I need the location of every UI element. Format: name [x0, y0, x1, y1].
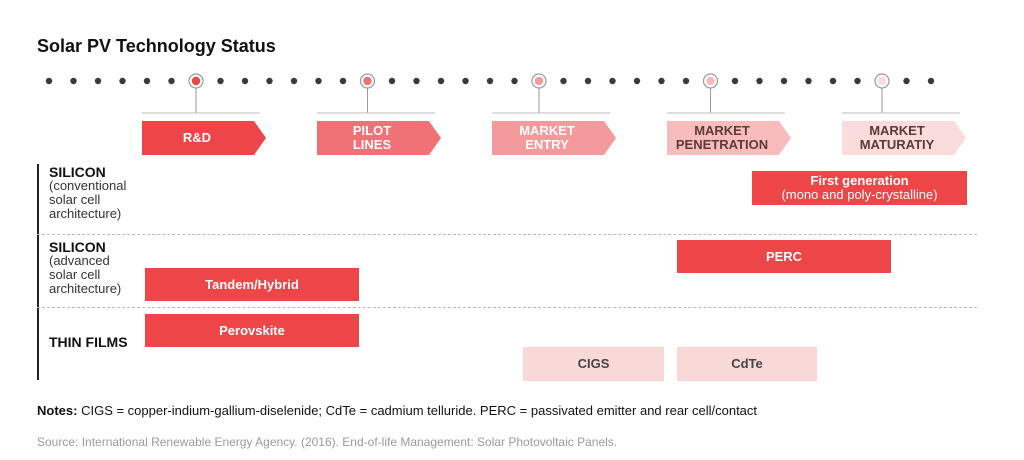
stage-label-market-penetration: MARKET PENETRATION	[675, 123, 769, 152]
timeline-dot	[658, 77, 665, 85]
stage-label-market-entry: MARKET ENTRY	[519, 123, 575, 152]
timeline-dot	[927, 77, 935, 85]
row-label-silicon-advanced: SILICON (advanced solar cell architectur…	[49, 239, 122, 296]
stage-label-market-maturity: MARKET MATURATIY	[859, 123, 935, 152]
timeline-dot	[70, 77, 77, 85]
timeline-dot	[388, 77, 396, 85]
bar-tandem-hybrid: Tandem/Hybrid	[145, 268, 359, 301]
notes-text: CIGS = copper-indium-gallium-diselenide;…	[81, 403, 758, 418]
timeline-dot	[45, 77, 53, 85]
timeline-dot	[780, 77, 788, 85]
timeline-dot	[854, 77, 861, 85]
stage-arrow	[667, 121, 791, 155]
bar-first-generation: First generation (mono and poly-crystall…	[752, 171, 967, 205]
timeline-dot	[486, 77, 494, 85]
bar-perc: PERC	[677, 240, 891, 273]
timeline-dot	[560, 77, 567, 85]
timeline-dot	[756, 77, 763, 85]
timeline-dot	[805, 77, 812, 85]
stage-label-pilot-lines: PILOT LINES	[352, 123, 392, 152]
timeline-dot	[94, 77, 102, 85]
stage-marker-dot	[706, 76, 715, 86]
timeline-dot	[584, 77, 592, 85]
timeline-dot	[829, 77, 837, 85]
stage-arrow	[842, 121, 966, 155]
timeline-dot	[119, 77, 126, 85]
row-separator	[37, 234, 977, 235]
timeline-dot	[217, 77, 224, 85]
timeline-dot	[290, 77, 298, 85]
bar-cdte: CdTe	[677, 347, 817, 381]
timeline-dot	[437, 77, 445, 85]
stage-label-rd: R&D	[182, 130, 212, 145]
source-citation: Source: International Renewable Energy A…	[37, 435, 618, 449]
timeline-dot	[511, 77, 518, 85]
timeline-dot	[339, 77, 347, 85]
timeline-dot	[315, 77, 322, 85]
timeline-dot	[241, 77, 249, 85]
stage-marker-dot	[191, 76, 201, 86]
timeline-dot	[168, 77, 175, 85]
timeline-dot	[413, 77, 420, 85]
chart-title: Solar PV Technology Status	[37, 36, 276, 56]
timeline-dot	[462, 77, 469, 85]
row-axis-line	[37, 164, 39, 380]
timeline-dot	[682, 77, 690, 85]
timeline-dot	[609, 77, 616, 85]
notes-label: Notes:	[37, 403, 78, 418]
timeline-dot	[731, 77, 739, 85]
timeline-dot	[633, 77, 641, 85]
stage-arrow	[317, 121, 441, 155]
timeline-dot	[266, 77, 273, 85]
row-separator	[37, 307, 977, 308]
stage-arrow	[142, 121, 266, 155]
stage-arrow	[492, 121, 616, 155]
row-label-thin-films: THIN FILMS	[49, 334, 128, 350]
stage-marker-dot	[877, 76, 887, 86]
bar-perovskite: Perovskite	[145, 314, 359, 347]
bar-cigs: CIGS	[523, 347, 664, 381]
stage-timeline	[45, 73, 966, 155]
notes: Notes: CIGS = copper-indium-gallium-dise…	[37, 403, 757, 418]
timeline-dot	[143, 77, 151, 85]
timeline-dot	[903, 77, 910, 85]
row-label-silicon-conventional: SILICON (conventional solar cell archite…	[49, 164, 127, 221]
stage-marker-dot	[534, 76, 544, 86]
stage-marker-dot	[363, 76, 372, 86]
